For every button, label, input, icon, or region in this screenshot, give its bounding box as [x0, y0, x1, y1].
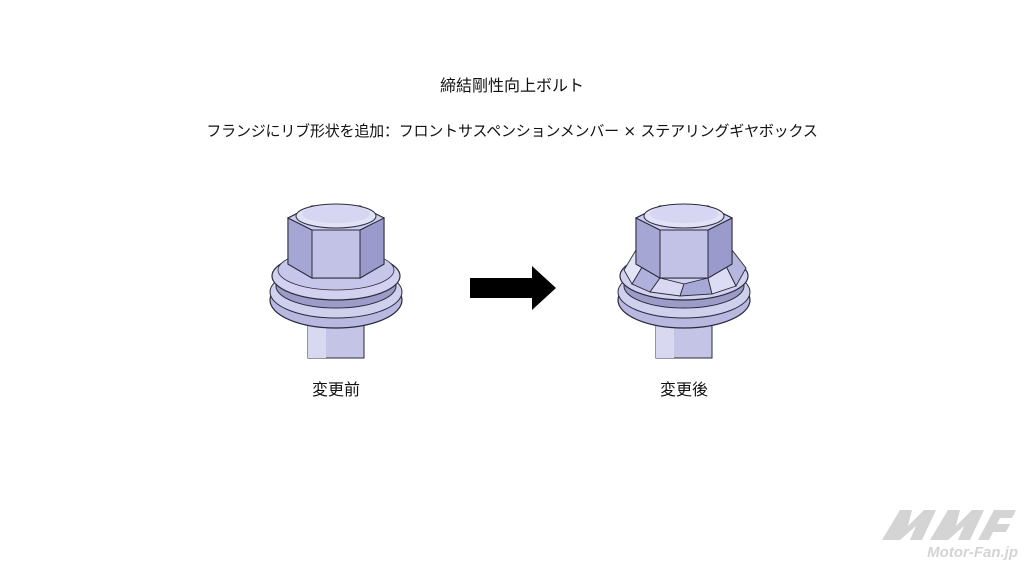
caption-after: 変更後 [659, 380, 708, 399]
bolt-before-image [269, 203, 403, 359]
watermark-text: Motor-Fan.jp [927, 544, 1018, 561]
diagram-subtitle: フランジにリブ形状を追加：フロントサスペンションメンバー × ステアリングギヤボ… [206, 122, 818, 140]
caption-before: 変更前 [311, 380, 360, 399]
bolt-after-image [617, 203, 751, 359]
motor-fan-logo-icon [882, 510, 1016, 540]
diagram-title: 締結剛性向上ボルト [439, 76, 584, 95]
flange-ribs [623, 249, 747, 297]
right-arrow-icon [470, 266, 556, 310]
